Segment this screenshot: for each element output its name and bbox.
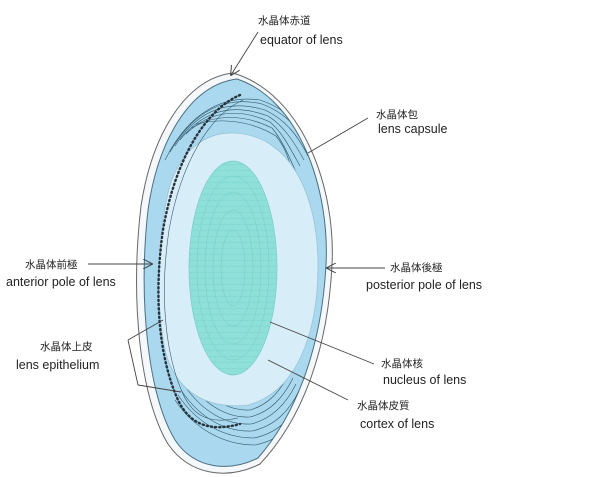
- nucleus-label-jp: 水晶体核: [381, 357, 423, 370]
- posterior-pole-label-jp: 水晶体後極: [390, 261, 443, 274]
- capsule-label-en: lens capsule: [378, 122, 448, 136]
- equator-label-jp: 水晶体赤道: [258, 14, 311, 27]
- equator-label-en: equator of lens: [260, 33, 343, 47]
- epithelium-label-jp: 水晶体上皮: [40, 340, 93, 353]
- leader-equator: [231, 31, 259, 75]
- leader-epithelium-2: [127, 339, 139, 386]
- nucleus-rings: [196, 175, 270, 361]
- leader-epithelium-1: [127, 319, 164, 341]
- capsule-label-jp: 水晶体包: [376, 108, 418, 121]
- leader-cortex: [267, 359, 349, 401]
- anterior-pole-label-jp: 水晶体前極: [25, 258, 78, 271]
- cortex-label-jp: 水晶体皮質: [357, 399, 410, 412]
- epithelium-label-en: lens epithelium: [16, 358, 99, 372]
- lens-nucleus-texture: [189, 161, 277, 375]
- lens-epithelium-band: [157, 93, 242, 429]
- leader-lines: [88, 31, 385, 401]
- cortex-label-en: cortex of lens: [360, 417, 434, 431]
- leader-capsule: [307, 117, 369, 154]
- nucleus-label-en: nucleus of lens: [383, 373, 466, 387]
- leader-nucleus: [269, 321, 375, 365]
- leader-epithelium-3: [137, 384, 182, 393]
- epithelium-inner-line: [164, 99, 244, 421]
- anterior-pole-label-en: anterior pole of lens: [6, 275, 116, 289]
- posterior-pole-label-en: posterior pole of lens: [366, 278, 482, 292]
